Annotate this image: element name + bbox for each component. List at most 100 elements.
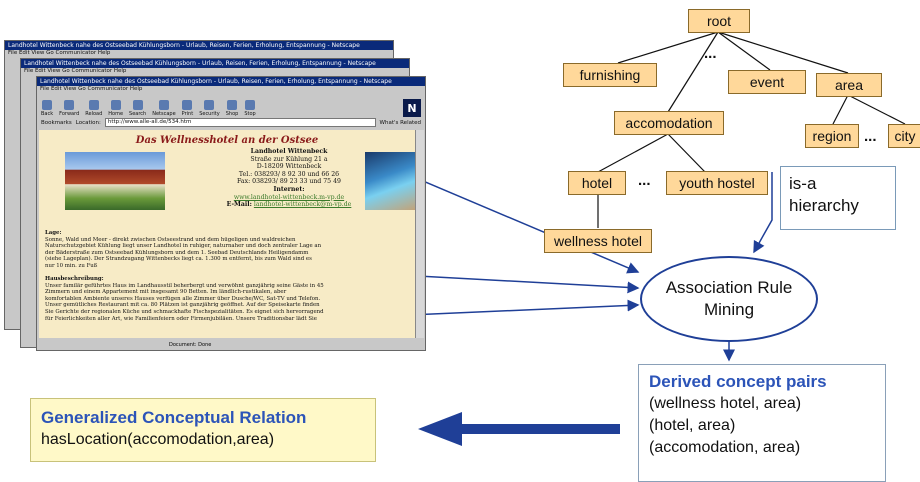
netscape-icon bbox=[158, 100, 169, 110]
node-event: event bbox=[728, 70, 806, 94]
derived-pair: (hotel, area) bbox=[649, 417, 736, 434]
location-bar: Bookmarks Location: http://www.alle-all.… bbox=[37, 117, 425, 128]
haus-heading: Hausbeschreibung: bbox=[45, 276, 104, 282]
isa-hierarchy-box: is-a hierarchy bbox=[780, 166, 896, 230]
location-input[interactable]: http://www.alle-all.de/534.htm bbox=[104, 118, 376, 127]
email-label: E-Mail: bbox=[226, 201, 252, 209]
hotel-photo bbox=[65, 152, 165, 210]
node-root: root bbox=[688, 9, 750, 33]
lage-line: (siehe Lageplan). Der Strandzugang Witte… bbox=[45, 256, 312, 263]
netscape-logo: N bbox=[403, 99, 421, 117]
lage-line: Naturschutzgebiet Kühlung liegt unser La… bbox=[45, 243, 322, 250]
derived-pair: (accomodation, area) bbox=[649, 439, 801, 456]
home-label: Home bbox=[108, 111, 124, 117]
stop-icon bbox=[245, 100, 255, 110]
ellipsis-hostel: ... bbox=[638, 172, 651, 189]
print-icon bbox=[182, 100, 193, 110]
stop-button[interactable]: Stop bbox=[244, 100, 256, 117]
shop-button[interactable]: Shop bbox=[225, 100, 239, 117]
security-button[interactable]: Security bbox=[199, 100, 220, 117]
forward-button[interactable]: Forward bbox=[59, 100, 79, 117]
haus-line: Zimmern und einem Appartement mit insges… bbox=[45, 289, 287, 296]
status-text: Document: Done bbox=[169, 342, 212, 348]
search-icon bbox=[132, 100, 143, 110]
node-youth-hostel: youth hostel bbox=[666, 171, 768, 195]
haus-line: Unser gemütliches Restaurant mit ca. 80 … bbox=[45, 302, 320, 309]
page-title: Das Wellnesshotel an der Ostsee bbox=[135, 135, 319, 146]
lage-line: nur 10 min. zu Fuß bbox=[45, 262, 98, 269]
address-line: Tel.: 038293/ 8 92 30 und 66 26 bbox=[238, 170, 340, 178]
node-wellness-hotel: wellness hotel bbox=[544, 229, 652, 253]
forward-icon bbox=[64, 100, 75, 110]
mining-line1: Association Rule bbox=[665, 278, 793, 297]
back-icon bbox=[42, 100, 53, 110]
node-hotel: hotel bbox=[568, 171, 626, 195]
window-title: Landhotel Wittenbeck nahe des Ostseebad … bbox=[21, 59, 409, 68]
search-label: Search bbox=[129, 111, 147, 117]
menu-bar: File Edit View Go Communicator Help bbox=[24, 68, 127, 74]
hotel-address: Landhotel Wittenbeck Straße zur Kühlung … bbox=[189, 148, 389, 209]
isa-line2: hierarchy bbox=[789, 196, 859, 215]
back-button[interactable]: Back bbox=[41, 100, 53, 117]
security-label: Security bbox=[199, 111, 220, 117]
website-link[interactable]: www.landhotel-wittenbeck.m-vp.de bbox=[233, 193, 345, 201]
reload-label: Reload bbox=[85, 111, 103, 117]
tree-edges bbox=[597, 31, 906, 228]
bookmarks-button[interactable]: Bookmarks bbox=[41, 119, 72, 126]
isa-line1: is-a bbox=[789, 174, 817, 193]
search-button[interactable]: Search bbox=[129, 100, 146, 117]
browser-window[interactable]: Landhotel Wittenbeck nahe des Ostseebad … bbox=[36, 76, 426, 351]
print-label: Print bbox=[181, 111, 194, 117]
derived-concept-pairs: Derived concept pairs (wellness hotel, a… bbox=[638, 364, 886, 482]
derived-pair: (wellness hotel, area) bbox=[649, 395, 802, 412]
shop-icon bbox=[227, 100, 238, 110]
node-region: region bbox=[805, 124, 859, 148]
ellipsis-event: ... bbox=[704, 45, 717, 62]
forward-label: Forward bbox=[59, 111, 80, 117]
address-line: Landhotel Wittenbeck bbox=[250, 148, 328, 155]
page-content: Das Wellnesshotel an der Ostsee Landhote… bbox=[39, 130, 415, 338]
generalize-arrow bbox=[418, 412, 620, 446]
generalized-title: Generalized Conceptual Relation bbox=[41, 408, 307, 427]
netscape-button[interactable]: Netscape bbox=[152, 100, 176, 117]
lage-heading: Lage: bbox=[45, 230, 62, 236]
node-city: city bbox=[888, 124, 920, 148]
derived-title: Derived concept pairs bbox=[649, 372, 827, 391]
lage-line: der Bäderstraße zum Ostseebad Kühlungsbo… bbox=[45, 249, 309, 256]
window-title: Landhotel Wittenbeck nahe des Ostseebad … bbox=[37, 77, 425, 86]
stop-label: Stop bbox=[244, 111, 256, 117]
generalized-relation: Generalized Conceptual Relation hasLocat… bbox=[30, 398, 376, 462]
address-line: Straße zur Kühlung 21 a bbox=[250, 155, 328, 163]
haus-line: Unser familär geführtes Haus im Landhaus… bbox=[45, 282, 324, 289]
reload-button[interactable]: Reload bbox=[85, 100, 102, 117]
mining-line2: Mining bbox=[703, 300, 755, 319]
menu-bar: File Edit View Go Communicator Help bbox=[8, 50, 111, 56]
print-button[interactable]: Print bbox=[181, 100, 194, 117]
back-label: Back bbox=[41, 111, 54, 117]
haus-section: Hausbeschreibung: Unser familär geführte… bbox=[45, 276, 407, 322]
address-line: Internet: bbox=[273, 185, 305, 193]
location-label: Location: bbox=[75, 119, 101, 126]
lage-section: Lage: Sonne, Wald und Meer - direkt zwis… bbox=[45, 230, 407, 270]
node-furnishing: furnishing bbox=[563, 63, 657, 87]
address-line: D-18209 Wittenbeck bbox=[256, 163, 322, 171]
pool-photo bbox=[365, 152, 415, 210]
generalized-relation-text: hasLocation(accomodation,area) bbox=[41, 431, 275, 448]
reload-icon bbox=[88, 100, 99, 110]
lage-line: Sonne, Wald und Meer - direkt zwischen O… bbox=[45, 236, 296, 243]
haus-line: Sie Gerichte der regionalen Küche und sc… bbox=[45, 308, 324, 315]
haus-line: komfortablen Ambiente unseres Hauses ver… bbox=[45, 295, 321, 302]
window-title: Landhotel Wittenbeck nahe des Ostseebad … bbox=[5, 41, 393, 50]
whats-related-button[interactable]: What's Related bbox=[379, 119, 421, 126]
haus-line: für Feierlichkeiten aller Art, wie Famil… bbox=[45, 315, 317, 322]
menu-bar[interactable]: File Edit View Go Communicator Help bbox=[40, 86, 143, 92]
email-link[interactable]: landhotel-wittenbeck@m-vp.de bbox=[253, 201, 352, 209]
vertical-scrollbar[interactable] bbox=[415, 130, 424, 338]
lock-icon bbox=[204, 100, 215, 110]
association-rule-mining: Association Rule Mining bbox=[640, 256, 818, 342]
shop-label: Shop bbox=[225, 111, 239, 117]
toolbar: Back Forward Reload Home Search Netscape… bbox=[37, 93, 425, 117]
ellipsis-city: ... bbox=[864, 128, 877, 145]
home-button[interactable]: Home bbox=[108, 100, 123, 117]
node-accomodation: accomodation bbox=[614, 111, 724, 135]
